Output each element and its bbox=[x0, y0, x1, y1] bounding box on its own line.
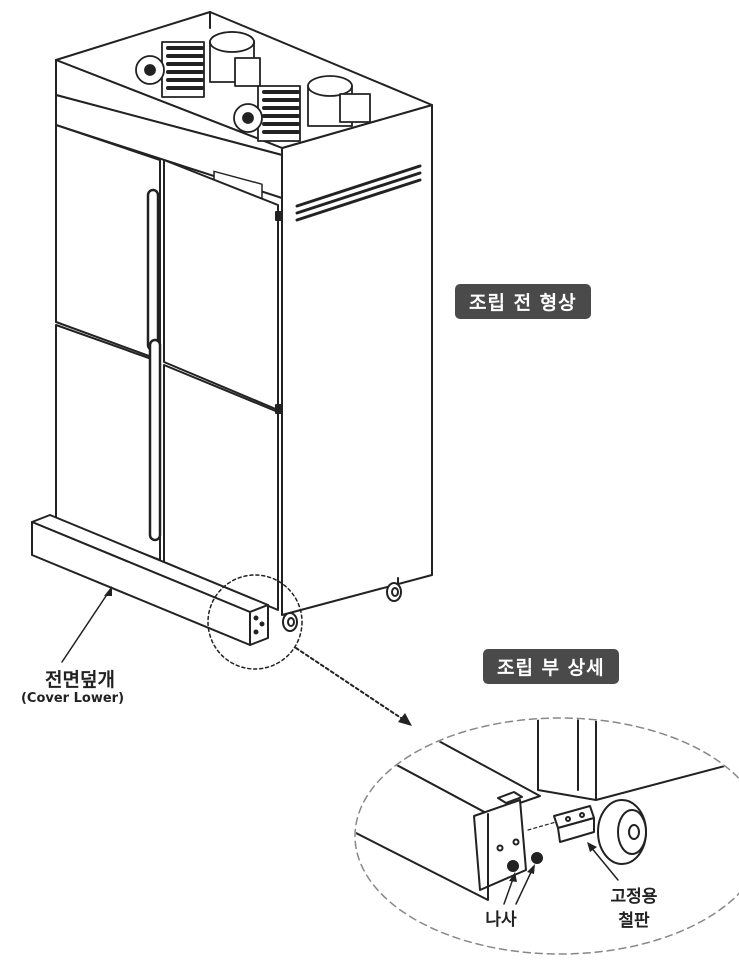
cover-lower-part bbox=[31, 514, 269, 646]
upper-left-door bbox=[55, 124, 161, 361]
bracket-label-line2: 철판 bbox=[618, 911, 650, 931]
detail-dashed-ellipse bbox=[354, 717, 739, 955]
upper-handle bbox=[146, 188, 160, 352]
cover-label-leader bbox=[61, 586, 112, 663]
assembly-detail-label: 조립 부 상세 bbox=[483, 649, 619, 684]
caster-rear bbox=[386, 577, 402, 602]
caster-front bbox=[282, 612, 298, 632]
screw-leader bbox=[503, 864, 535, 905]
detail-highlight-circle bbox=[207, 574, 303, 670]
screw-label: 나사 bbox=[485, 910, 517, 930]
side-vents bbox=[295, 164, 422, 222]
cover-label-en: (Cover Lower) bbox=[20, 691, 125, 706]
detail-pointer-arrow bbox=[295, 647, 412, 726]
control-band bbox=[55, 94, 283, 199]
before-assembly-label: 조립 전 형상 bbox=[455, 284, 591, 319]
refrigerator-illustration bbox=[31, 11, 433, 646]
compressor-unit-2 bbox=[233, 75, 371, 142]
bracket-label-line1: 고정용 bbox=[610, 887, 658, 907]
cover-label: 전면덮개 bbox=[45, 669, 115, 691]
bracket-leader bbox=[587, 842, 619, 881]
compressor-unit-1 bbox=[135, 31, 261, 98]
detail-view bbox=[354, 717, 739, 955]
lower-handle bbox=[148, 338, 162, 542]
side-panel bbox=[281, 104, 433, 616]
lower-right-door bbox=[163, 364, 279, 611]
